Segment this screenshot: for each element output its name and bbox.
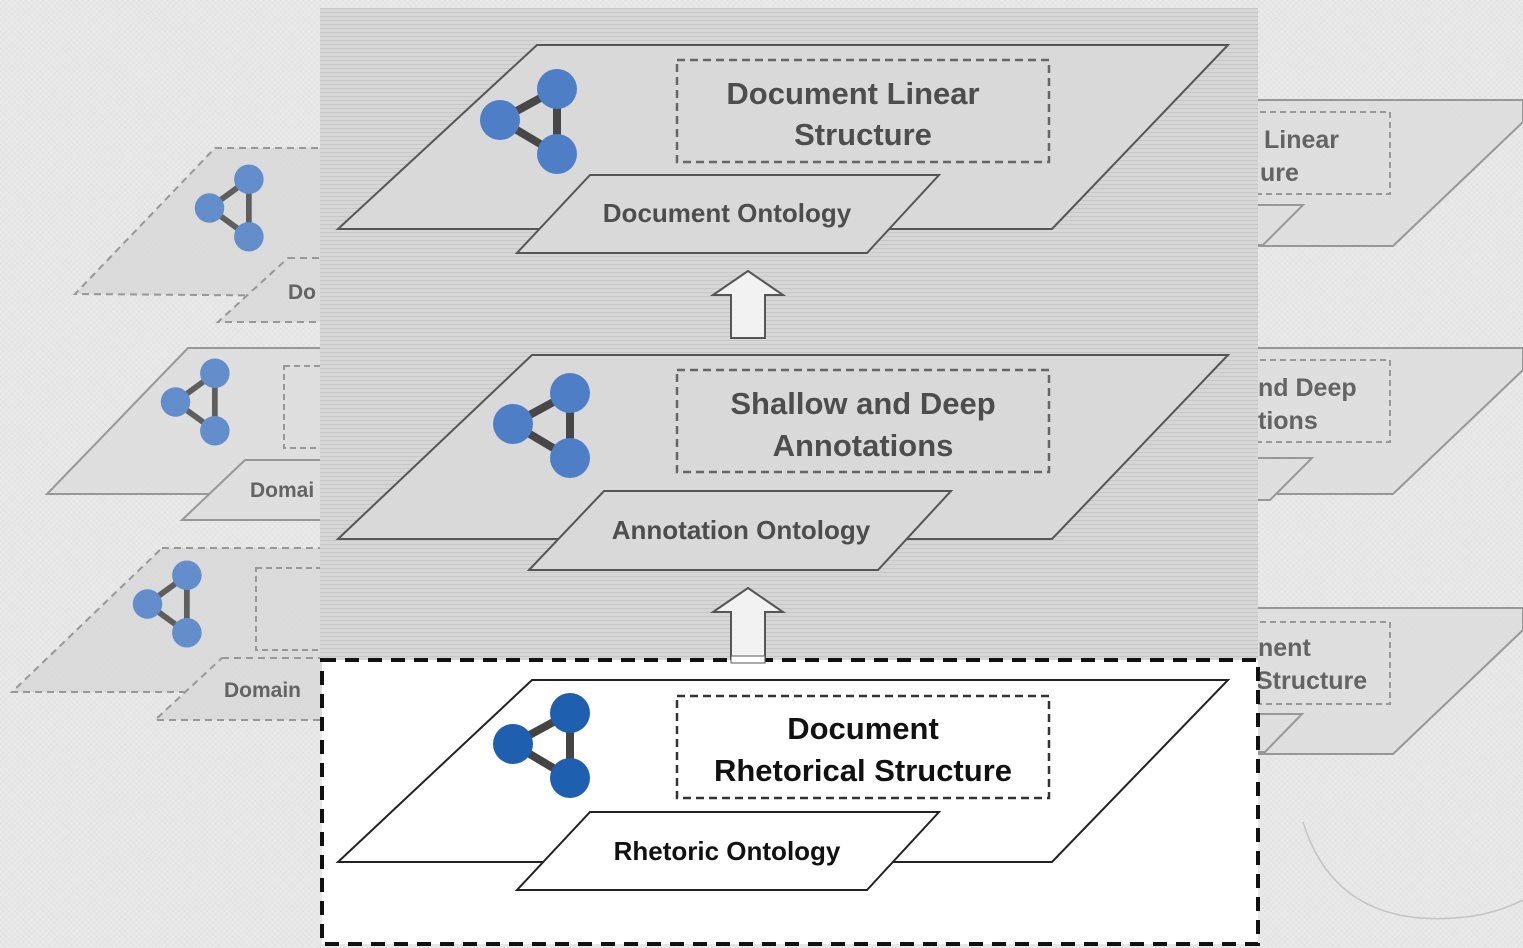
left-ghost-label-bottom: Domain <box>224 679 301 702</box>
ontology-label: Annotation Ontology <box>612 515 871 545</box>
ontology-tag <box>514 811 942 891</box>
ontology-graph-icon <box>194 164 264 252</box>
structure-label-line1: Shallow and Deep <box>730 386 995 421</box>
ontology-label: Document Ontology <box>603 198 852 228</box>
left-ghost-layer-top: Do <box>72 147 331 323</box>
left-ghost-stack: Do Domai <box>9 147 335 721</box>
right-ghost-label-middle-1: nd Deep <box>1258 374 1357 402</box>
ontology-tag <box>514 174 942 254</box>
right-ghost-stack: Linear ure nd Deep tions nent Structure <box>1229 99 1523 920</box>
right-ghost-label-top-1: Linear <box>1264 126 1339 154</box>
structure-box <box>675 368 1051 474</box>
ontology-tag <box>526 490 954 571</box>
decorative-arc <box>1302 821 1523 920</box>
structure-label-line2: Rhetorical Structure <box>714 753 1012 788</box>
structure-label-line1: Document Linear <box>726 76 979 111</box>
structure-label-line2: Annotations <box>773 428 954 463</box>
layer-annotations: Shallow and Deep Annotations Annotation … <box>335 354 1231 571</box>
left-ghost-layer-middle: Domai <box>44 347 335 521</box>
right-ghost-label-bottom-2: Structure <box>1256 667 1367 695</box>
up-arrow-icon <box>709 269 787 339</box>
ontology-label: Rhetoric Ontology <box>614 836 841 866</box>
structure-box <box>675 694 1051 800</box>
layer-rhetorical: Document Rhetorical Structure Rhetoric O… <box>335 679 1231 891</box>
ontology-graph-icon <box>493 373 590 478</box>
structure-label-line1: Document <box>787 711 939 746</box>
right-ghost-layer-top: Linear ure <box>1229 99 1523 247</box>
ontology-graph-icon <box>160 358 230 446</box>
ontology-graph-icon <box>493 693 590 798</box>
structure-label-line2: Structure <box>794 117 932 152</box>
ontology-graph-icon <box>480 69 577 174</box>
highlighted-panel: Document Rhetorical Structure Rhetoric O… <box>320 655 1260 946</box>
right-ghost-label-top-2: ure <box>1260 159 1299 187</box>
layer-document-linear: Document Linear Structure Document Ontol… <box>335 44 1231 254</box>
arrow-stub <box>730 655 766 664</box>
ontology-graph-icon <box>132 560 202 648</box>
center-panel: Document Linear Structure Document Ontol… <box>320 8 1258 661</box>
structure-box <box>675 58 1051 164</box>
left-ghost-label-top: Do <box>288 281 316 304</box>
right-ghost-label-bottom-1: nent <box>1258 634 1311 662</box>
right-ghost-layer-middle: nd Deep tions <box>1229 347 1523 501</box>
left-ghost-label-middle: Domai <box>250 479 314 502</box>
right-ghost-layer-bottom: nent Structure <box>1229 607 1523 755</box>
left-ghost-layer-bottom: Domain <box>9 547 331 721</box>
right-ghost-label-middle-2: tions <box>1258 407 1318 435</box>
